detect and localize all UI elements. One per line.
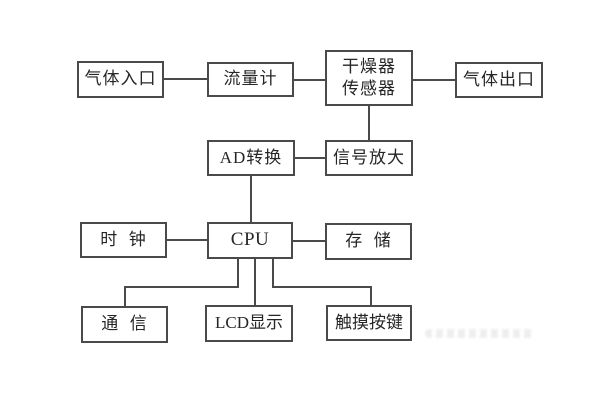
- node-flow-meter: 流量计: [207, 62, 294, 97]
- connector-gas-inlet-flow-meter: [164, 78, 207, 80]
- connector-dryer-sensor-signal-amplifier: [368, 106, 370, 140]
- node-clock: 时 钟: [80, 222, 167, 258]
- node-gas-outlet: 气体出口: [455, 62, 543, 98]
- connector-dryer-sensor-gas-outlet: [413, 79, 455, 81]
- connector-cpu-touch-keys-segment: [272, 259, 274, 288]
- connector-clock-cpu: [167, 239, 207, 241]
- node-dryer-sensor: 干燥器 传感器: [325, 50, 413, 106]
- connector-flow-meter-dryer-sensor: [294, 79, 325, 81]
- node-communication: 通 信: [81, 306, 168, 343]
- node-gas-inlet: 气体入口: [77, 61, 164, 98]
- node-cpu: CPU: [207, 222, 293, 259]
- connector-cpu-lcd-display: [254, 259, 256, 305]
- connector-cpu-communication-segment: [124, 288, 126, 306]
- node-touch-keys: 触摸按键: [326, 305, 412, 341]
- connector-signal-amplifier-ad-converter: [295, 157, 325, 159]
- connector-cpu-touch-keys-segment: [272, 286, 372, 288]
- node-lcd-display: LCD显示: [205, 305, 293, 342]
- connector-cpu-communication-segment: [237, 259, 239, 288]
- node-signal-amplifier: 信号放大: [325, 140, 413, 176]
- connector-cpu-touch-keys-segment: [370, 288, 372, 305]
- node-ad-converter: AD转换: [207, 140, 295, 176]
- connector-cpu-storage: [293, 240, 325, 242]
- connector-cpu-communication-segment: [124, 286, 239, 288]
- node-storage: 存 储: [325, 223, 412, 260]
- connector-ad-converter-cpu: [250, 176, 252, 222]
- watermark: [425, 329, 535, 338]
